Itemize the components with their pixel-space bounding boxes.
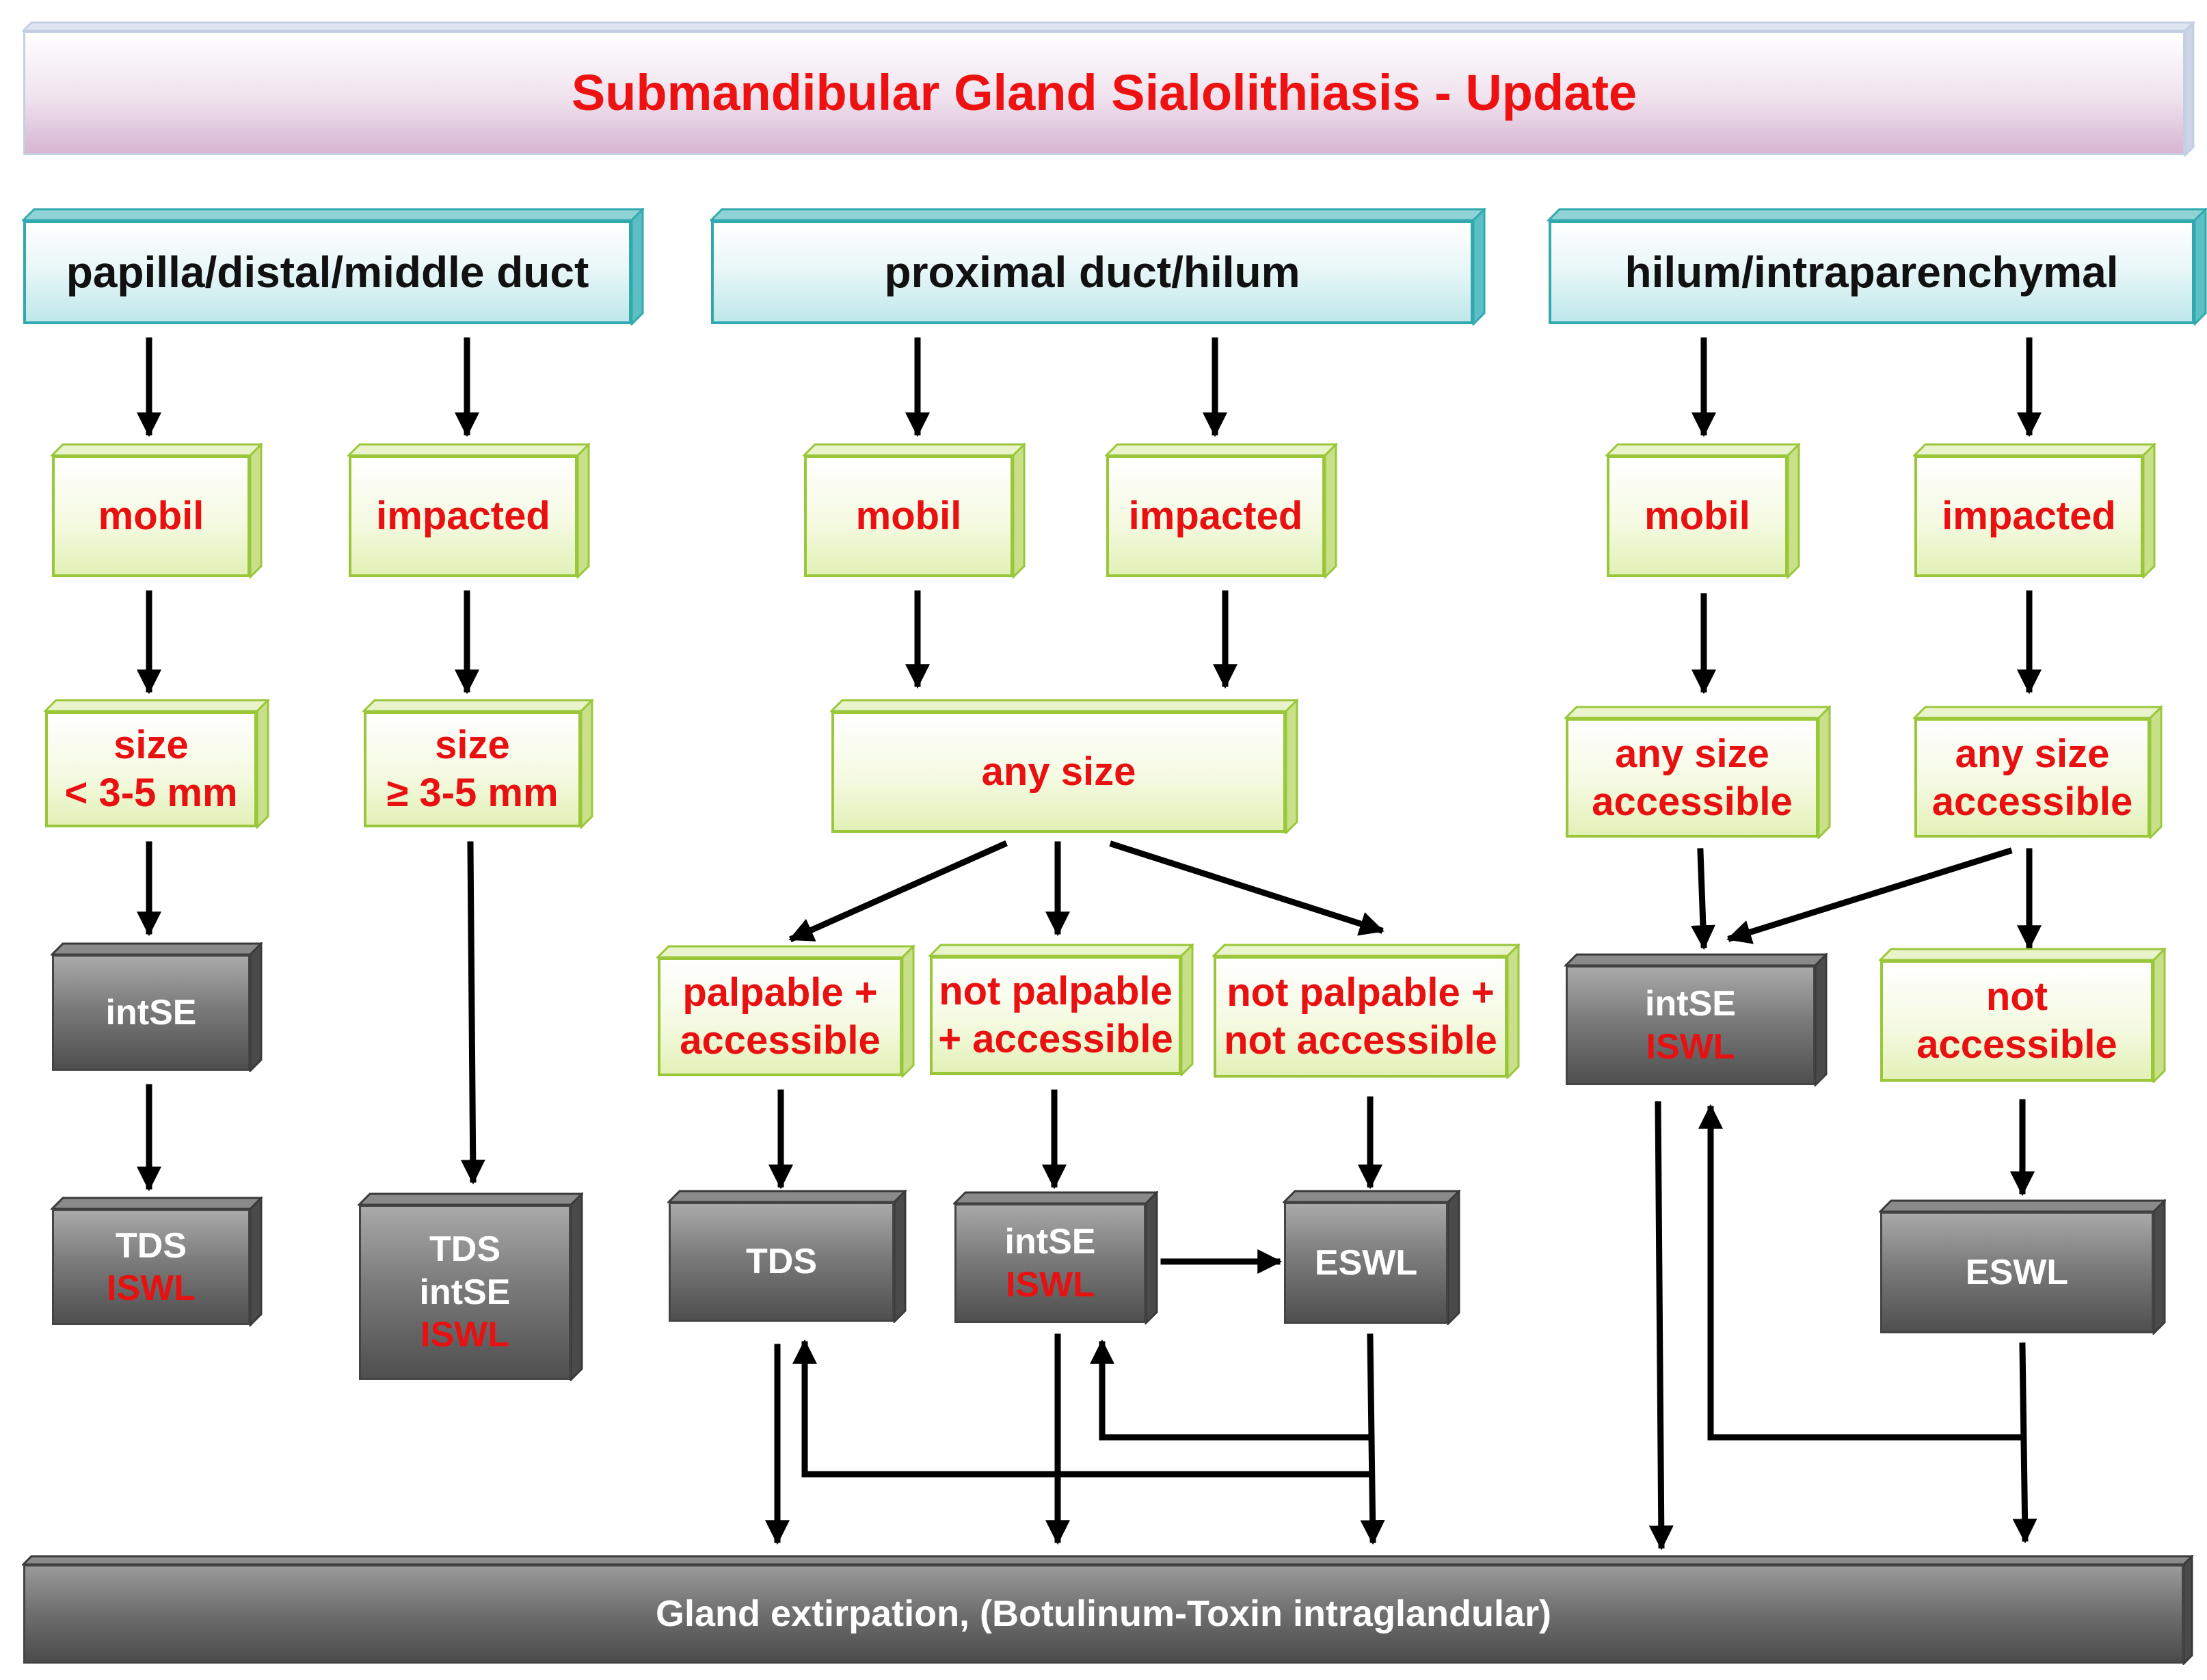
right-not-accessible-box: not accessible — [1880, 960, 2154, 1082]
right-any-size-1-line-2: accessible — [1592, 779, 1793, 824]
right-any-size-2-line-2: accessible — [1931, 779, 2133, 824]
middle-not-palpable-line-1: not palpable — [939, 969, 1173, 1014]
middle-eswl-box: ESWL — [1284, 1202, 1448, 1324]
left-tds-iswl-box: TDS ISWL — [52, 1209, 250, 1325]
left-mobil-box: mobil — [52, 455, 250, 577]
middle-intse-iswl-box: intSE ISWL — [954, 1203, 1146, 1323]
page-title: Submandibular Gland Sialolithiasis - Upd… — [23, 31, 2185, 155]
left-impacted-label: impacted — [376, 494, 550, 539]
arrow-eswl-right-to-gland — [2012, 1342, 2037, 1544]
header-papilla-distal-middle-duct: papilla/distal/middle duct — [23, 220, 632, 324]
middle-mobil-label: mobil — [855, 494, 962, 539]
arrow-anysize-to-intse-right — [1690, 848, 1715, 950]
left-size-small-line-2: < 3-5 mm — [64, 771, 238, 815]
middle-mobil-box: mobil — [804, 455, 1013, 577]
right-intse-label: intSE — [1645, 984, 1736, 1024]
middle-intse-label: intSE — [1004, 1222, 1096, 1262]
middle-palpable-line-1: palpable + — [682, 970, 878, 1015]
arrow-anysize-to-notaccessible — [1109, 840, 1385, 936]
middle-impacted-label: impacted — [1128, 494, 1303, 539]
left-tds-label-2: TDS — [429, 1229, 500, 1270]
arrow-size-to-tds-intse — [460, 841, 485, 1185]
header-right-label: hilum/intraparenchymal — [1624, 247, 2119, 297]
right-any-size-accessible-box-1: any size accessible — [1566, 718, 1819, 838]
middle-eswl-label: ESWL — [1314, 1242, 1418, 1283]
left-intse-label-2: intSE — [419, 1272, 511, 1312]
left-iswl-label: ISWL — [107, 1268, 196, 1308]
arrow-intse-right-to-gland — [1648, 1101, 1674, 1551]
arrow-anysize2-to-intse-right — [1726, 847, 2013, 944]
middle-not-palpable-accessible-box: not palpable + accessible — [930, 956, 1181, 1075]
left-impacted-box: impacted — [349, 455, 578, 577]
middle-tds-label: TDS — [746, 1242, 817, 1282]
header-left-label: papilla/distal/middle duct — [66, 247, 589, 297]
middle-tds-box: TDS — [669, 1202, 894, 1322]
right-any-size-accessible-box-2: any size accessible — [1914, 718, 2150, 838]
left-iswl-label-2: ISWL — [420, 1315, 509, 1355]
right-impacted-box: impacted — [1914, 455, 2143, 577]
middle-not-palpable-not-accessible-box: not palpable + not accessible — [1214, 956, 1508, 1078]
left-size-small-box: size < 3-5 mm — [45, 711, 257, 827]
middle-palpable-accessible-box: palpable + accessible — [658, 957, 902, 1076]
right-eswl-label: ESWL — [1965, 1252, 2069, 1292]
header-middle-label: proximal duct/hilum — [884, 247, 1300, 297]
right-mobil-box: mobil — [1607, 455, 1788, 577]
header-proximal-duct-hilum: proximal duct/hilum — [711, 220, 1473, 324]
right-impacted-label: impacted — [1942, 494, 2116, 539]
left-size-large-line-2: ≥ 3-5 mm — [386, 771, 559, 815]
middle-palpable-line-2: accessible — [680, 1018, 881, 1063]
right-not-accessible-line-1: not — [1985, 974, 2048, 1019]
right-any-size-1-line-1: any size — [1615, 731, 1769, 776]
arrow-eswl-back-to-tds — [792, 1339, 1374, 1478]
right-mobil-label: mobil — [1644, 494, 1750, 539]
middle-any-size-box: any size — [831, 711, 1286, 833]
arrow-eswl-back-to-intse-right — [1698, 1104, 2026, 1441]
header-hilum-intraparenchymal: hilum/intraparenchymal — [1549, 220, 2195, 324]
middle-not-accessible-line-2: not accessible — [1224, 1018, 1497, 1063]
left-intse-box: intSE — [52, 955, 250, 1071]
arrow-anysize-to-palpable — [788, 840, 1008, 942]
arrow-eswl-back-to-intse — [1090, 1339, 1374, 1441]
left-size-large-line-1: size — [435, 723, 510, 768]
middle-impacted-box: impacted — [1106, 455, 1325, 577]
right-any-size-2-line-1: any size — [1955, 731, 2110, 776]
left-tds-intse-iswl-box: TDS intSE ISWL — [359, 1205, 571, 1380]
left-size-small-line-1: size — [113, 723, 189, 768]
middle-not-palpable-line-2: + accessible — [938, 1017, 1173, 1061]
right-intse-iswl-box: intSE ISWL — [1566, 965, 1815, 1085]
middle-iswl-label: ISWL — [1006, 1264, 1095, 1305]
left-tds-label: TDS — [116, 1225, 187, 1266]
left-mobil-label: mobil — [98, 494, 204, 539]
gland-extirpation-label: Gland extirpation, (Botulinum-Toxin intr… — [656, 1593, 1551, 1635]
page-title-text: Submandibular Gland Sialolithiasis - Upd… — [571, 64, 1637, 121]
right-iswl-label: ISWL — [1646, 1026, 1735, 1067]
left-intse-label: intSE — [105, 992, 197, 1032]
gland-extirpation-bar: Gland extirpation, (Botulinum-Toxin intr… — [23, 1564, 2184, 1664]
right-eswl-box: ESWL — [1880, 1212, 2154, 1333]
left-size-large-box: size ≥ 3-5 mm — [364, 711, 581, 827]
middle-any-size-label: any size — [981, 749, 1136, 795]
right-not-accessible-line-2: accessible — [1916, 1022, 2117, 1067]
middle-not-accessible-line-1: not palpable + — [1227, 970, 1495, 1015]
